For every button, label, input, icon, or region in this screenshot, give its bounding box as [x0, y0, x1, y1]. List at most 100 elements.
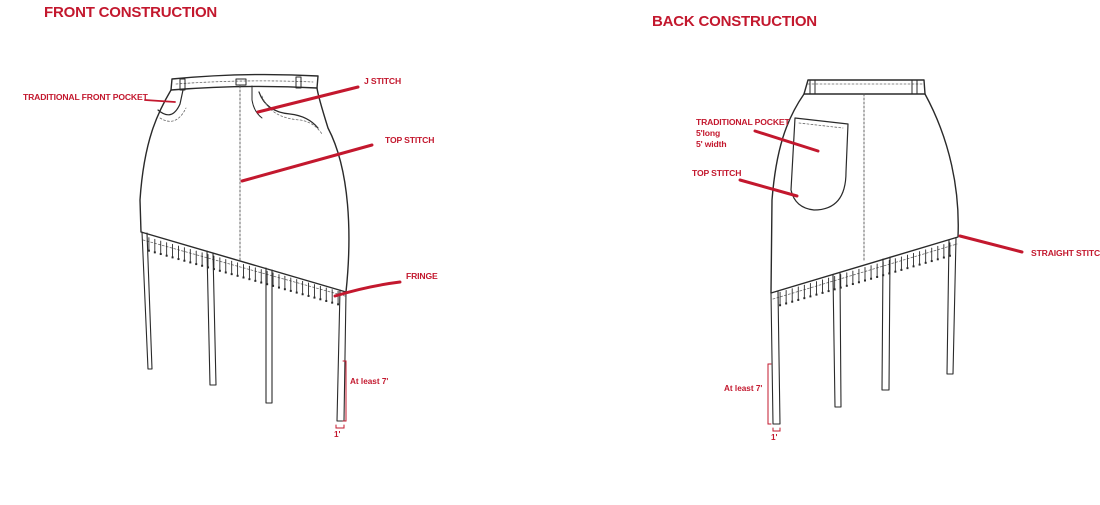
fringe-tick-end — [870, 277, 873, 280]
back-length-label: At least 7' — [724, 384, 762, 393]
fringe-tick-end — [153, 251, 156, 254]
fringe-tick-end — [301, 293, 304, 296]
fringe-tick-end — [845, 284, 848, 287]
fringe-tick-end — [248, 278, 251, 281]
fringe-strip — [832, 272, 842, 408]
fringe-tick-end — [948, 254, 951, 257]
front-annotations — [144, 85, 402, 429]
fringe-tick-end — [313, 296, 316, 299]
fringe-tick-end — [212, 268, 215, 271]
fringe-tick-end — [791, 300, 794, 303]
back-skirt-drawing — [770, 79, 959, 425]
fringe-tick-end — [272, 284, 275, 287]
fringe-tick-end — [785, 302, 788, 305]
fringe-tick-end — [183, 259, 186, 262]
back-construction: BACK CONSTRUCTION — [652, 13, 1100, 442]
back-pocket-width: 5' width — [696, 139, 726, 149]
fringe-tick-end — [827, 290, 830, 293]
fringe-tick-end — [189, 261, 192, 264]
fringe-tick-end — [851, 283, 854, 286]
straight-stitch-label: STRAIGHT STITCH — [1031, 248, 1100, 258]
j-stitch-curve — [251, 85, 263, 119]
fringe-tick-end — [195, 263, 198, 266]
fringe-tick-end — [857, 281, 860, 284]
front-construction: FRONT CONSTRUCTION — [23, 4, 438, 439]
back-pocket-label: TRADITIONAL POCKET — [696, 117, 790, 127]
front-pocket-right — [258, 91, 319, 129]
fringe-label: FRINGE — [406, 271, 438, 281]
fringe-tick-end — [864, 279, 866, 282]
fringe-tick-end — [283, 288, 286, 291]
front-pocket-left — [157, 89, 184, 116]
front-fringe-ticks — [147, 237, 340, 306]
fringe-tick-end — [319, 298, 322, 301]
fringe-tick-end — [930, 260, 933, 263]
fringe-strip — [336, 289, 347, 422]
belt-loop — [911, 79, 918, 95]
fringe-tick-end — [325, 299, 328, 302]
straight-stitch-leader — [958, 234, 1024, 254]
fringe-tick-end — [779, 304, 782, 307]
fringe-tick-end — [833, 288, 836, 291]
fringe-strip — [770, 290, 781, 425]
fringe-tick-end — [266, 283, 269, 286]
fringe-tick-end — [331, 301, 334, 304]
fringe-tick-end — [254, 279, 257, 282]
fringe-leader — [333, 280, 402, 298]
fringe-tick-end — [207, 266, 210, 269]
fringe-tick-end — [888, 272, 891, 275]
fringe-strip — [881, 256, 891, 391]
front-top-stitch-label: TOP STITCH — [385, 135, 434, 145]
fringe-tick-end — [165, 254, 168, 257]
back-pocket — [790, 117, 849, 211]
fringe-tick-end — [906, 267, 909, 270]
front-skirt-drawing — [139, 73, 350, 422]
fringe-tick-end — [918, 263, 921, 266]
back-top-stitch-leader — [738, 178, 799, 198]
fringe-tick-end — [289, 289, 292, 292]
back-width-bracket — [772, 427, 781, 432]
back-fringe-ticks — [779, 242, 951, 307]
front-pocket-label: TRADITIONAL FRONT POCKET — [23, 92, 149, 102]
fringe-strip — [206, 250, 217, 386]
back-top-stitch-label: TOP STITCH — [692, 168, 741, 178]
fringe-tick-end — [277, 286, 280, 289]
back-length-bracket — [767, 363, 772, 425]
front-title: FRONT CONSTRUCTION — [44, 4, 217, 21]
fringe-strip — [141, 231, 153, 370]
width-bracket — [335, 424, 345, 429]
fringe-tick-end — [809, 295, 812, 298]
fringe-tick-end — [159, 253, 162, 256]
j-stitch-label: J STITCH — [364, 76, 401, 86]
fringe-tick-end — [236, 274, 239, 277]
back-pocket-leader — [753, 129, 820, 153]
fringe-tick-end — [894, 270, 897, 273]
j-stitch-leader — [256, 85, 360, 114]
back-title: BACK CONSTRUCTION — [652, 13, 817, 30]
fringe-tick-end — [337, 303, 340, 306]
fringe-tick-end — [218, 269, 221, 272]
fringe-tick-end — [224, 271, 227, 274]
front-skirt-body — [139, 87, 350, 293]
fringe-tick-end — [260, 281, 263, 284]
fringe-tick-end — [797, 298, 800, 301]
fringe-strip — [946, 237, 957, 375]
button — [235, 78, 247, 86]
fringe-tick-end — [839, 286, 842, 289]
fringe-tick-end — [171, 256, 174, 259]
back-width-label: 1' — [771, 433, 778, 442]
back-waistband — [803, 79, 926, 95]
belt-loop — [809, 79, 816, 95]
fringe-tick-end — [307, 294, 310, 297]
fringe-tick-end — [924, 261, 927, 264]
fringe-tick-end — [177, 258, 180, 261]
length-bracket — [342, 360, 347, 422]
fringe-tick-end — [147, 249, 150, 252]
back-annotations — [738, 129, 1024, 432]
fringe-tick-end — [821, 291, 824, 294]
front-hem-stitch — [142, 239, 346, 297]
fringe-tick-end — [803, 297, 806, 300]
fringe-tick-end — [201, 264, 204, 267]
fringe-tick-end — [295, 291, 298, 294]
